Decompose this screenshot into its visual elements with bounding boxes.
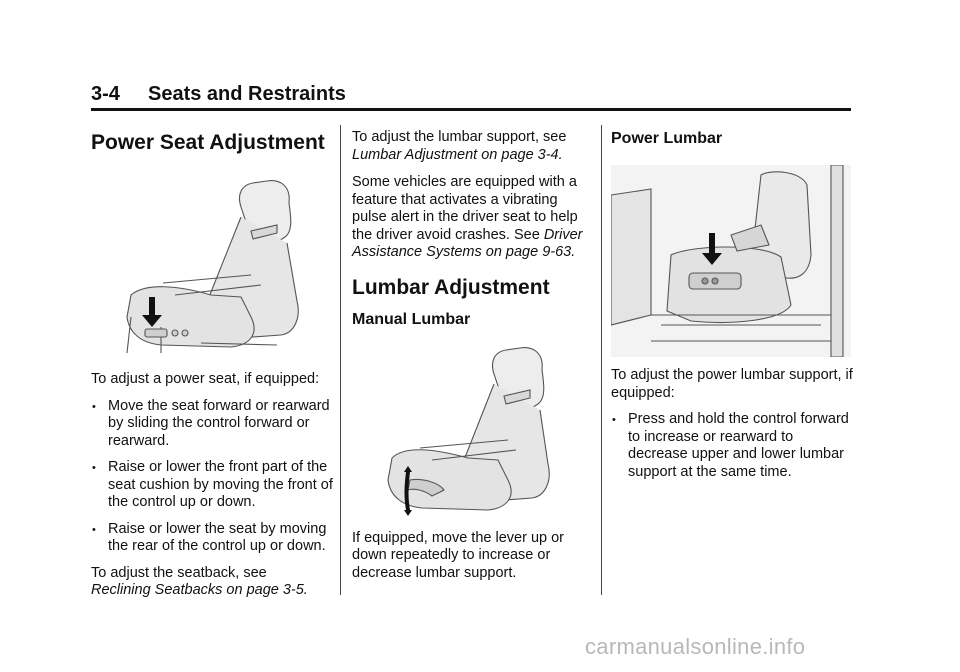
vibrating-alert-paragraph: Some vehicles are equipped with a featur… [352,174,583,261]
manual-lumbar-paragraph: If equipped, move the lever up or down r… [352,529,564,581]
bullet-icon: • [92,523,96,536]
heading-power-seat-adjustment: Power Seat Adjustment [91,131,325,154]
bullet-icon: • [612,414,616,426]
subheading-manual-lumbar: Manual Lumbar [352,310,471,328]
list-item: •Raise or lower the front part of the se… [92,459,333,510]
column-divider [340,125,341,595]
lumbar-reference-link[interactable]: Lumbar Adjustment on page 3-4. [352,146,563,163]
power-lumbar-illustration [611,165,851,357]
list-item: •Raise or lower the seat by moving the r… [92,520,327,555]
power-seat-intro: To adjust a power seat, if equipped: [91,371,320,387]
column-divider [601,125,602,595]
column-power-lumbar: Power Lumbar To adjust the power lumbar … [611,125,853,490]
section-number: 3-4 [91,83,120,105]
watermark: carmanualsonline.info [585,634,806,659]
column-power-seat: Power Seat Adjustment To adjust a power … [91,125,333,600]
up-down-arrow-icon [404,465,412,516]
heading-lumbar-adjustment: Lumbar Adjustment [352,275,550,299]
bullet-icon: • [92,400,96,413]
list-item: •Press and hold the control forward to i… [612,411,849,480]
power-lumbar-steps: •Press and hold the control forward to i… [611,411,853,481]
arrow-down-icon [702,233,722,265]
page-header: 3-4 Seats and Restraints [91,82,851,111]
driver-assistance-reference-link[interactable]: Driver Assistance Systems on page 9-63. [352,226,583,261]
manual-lumbar-illustration [352,339,592,524]
section-title: Seats and Restraints [148,83,346,105]
seatback-reference-link[interactable]: Reclining Seatbacks on page 3-5. [91,582,308,598]
list-item: •Move the seat forward or rearward by sl… [92,397,330,449]
arrow-down-icon [142,297,162,327]
bullet-icon: • [92,462,96,474]
power-seat-illustration [91,167,333,357]
power-lumbar-intro: To adjust the power lumbar support, if e… [611,367,853,401]
power-seat-steps: •Move the seat forward or rearward by sl… [91,398,333,556]
subheading-power-lumbar: Power Lumbar [611,130,723,147]
